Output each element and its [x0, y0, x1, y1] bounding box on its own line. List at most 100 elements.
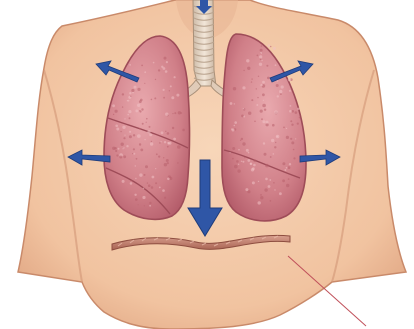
lung-texture-dot — [262, 81, 265, 84]
lung-texture-dot — [237, 169, 240, 172]
lung-texture-dot — [123, 155, 126, 158]
lung-texture-dot — [238, 164, 239, 165]
lung-texture-dot — [269, 179, 271, 181]
lung-texture-dot — [112, 104, 115, 107]
lung-texture-dot — [273, 47, 276, 50]
lung-texture-dot — [245, 188, 248, 191]
lung-texture-dot — [133, 134, 135, 136]
lung-texture-dot — [129, 131, 131, 133]
lung-texture-dot — [128, 110, 131, 113]
lung-texture-dot — [134, 194, 136, 196]
lung-texture-dot — [254, 121, 256, 123]
lung-texture-dot — [258, 181, 259, 182]
lung-texture-dot — [144, 71, 146, 73]
lung-texture-dot — [232, 147, 235, 150]
lung-texture-dot — [290, 105, 292, 107]
lung-texture-dot — [288, 166, 291, 169]
lung-texture-dot — [132, 153, 133, 154]
lung-texture-dot — [130, 96, 131, 97]
lung-texture-dot — [147, 182, 148, 183]
lung-texture-dot — [265, 178, 268, 181]
lung-texture-dot — [177, 145, 181, 149]
lung-texture-dot — [261, 45, 262, 46]
lung-texture-dot — [130, 182, 133, 185]
lung-texture-dot — [289, 163, 291, 165]
lung-texture-dot — [240, 140, 241, 141]
lung-texture-dot — [262, 120, 265, 123]
lung-texture-dot — [141, 108, 143, 110]
lung-texture-dot — [234, 121, 237, 124]
lung-texture-dot — [135, 110, 138, 113]
lung-texture-dot — [115, 125, 118, 128]
lung-texture-dot — [112, 147, 115, 150]
lung-texture-dot — [177, 162, 178, 163]
lung-texture-dot — [113, 114, 114, 115]
lung-texture-dot — [251, 81, 252, 82]
lung-texture-dot — [276, 136, 278, 138]
lung-texture-dot — [123, 137, 125, 139]
lung-texture-dot — [152, 176, 155, 179]
lung-texture-dot — [234, 103, 235, 104]
lung-texture-dot — [158, 156, 160, 158]
lung-texture-dot — [286, 184, 289, 187]
lung-texture-dot — [234, 125, 236, 127]
lung-texture-dot — [172, 113, 173, 114]
lung-texture-dot — [256, 88, 257, 89]
lung-texture-dot — [118, 148, 120, 150]
lung-texture-dot — [124, 135, 125, 136]
lung-texture-dot — [276, 84, 279, 87]
lung-texture-dot — [153, 62, 155, 64]
lung-texture-dot — [142, 123, 144, 125]
lung-texture-dot — [283, 127, 285, 129]
lung-texture-dot — [163, 89, 165, 91]
lung-texture-dot — [258, 201, 261, 204]
lung-texture-dot — [260, 194, 262, 196]
lung-texture-dot — [136, 158, 138, 160]
lung-texture-dot — [155, 182, 157, 184]
lung-texture-dot — [135, 165, 136, 166]
lung-texture-dot — [139, 128, 141, 130]
lung-texture-dot — [230, 102, 233, 105]
lung-texture-dot — [144, 139, 145, 140]
lung-texture-dot — [120, 131, 121, 132]
lung-texture-dot — [151, 186, 154, 189]
lung-texture-dot — [242, 142, 245, 145]
lung-texture-dot — [122, 106, 123, 107]
lung-texture-dot — [122, 180, 125, 183]
lung-texture-dot — [243, 108, 244, 109]
lung-texture-dot — [174, 112, 176, 114]
lung-texture-dot — [251, 99, 253, 101]
lung-texture-dot — [161, 131, 164, 134]
lung-texture-dot — [155, 168, 156, 169]
lung-texture-dot — [259, 55, 262, 58]
lung-texture-dot — [252, 167, 255, 170]
lung-texture-dot — [279, 90, 282, 93]
lung-texture-dot — [251, 78, 252, 79]
lung-texture-dot — [182, 129, 185, 132]
lung-texture-dot — [260, 110, 263, 113]
lung-texture-dot — [139, 110, 140, 111]
lung-texture-dot — [151, 141, 152, 142]
lung-texture-dot — [282, 179, 285, 182]
lung-texture-dot — [127, 114, 129, 116]
lung-texture-dot — [127, 100, 128, 101]
lung-texture-dot — [159, 142, 161, 144]
lung-texture-dot — [233, 87, 236, 90]
lung-texture-dot — [297, 108, 299, 110]
lung-texture-dot — [261, 60, 262, 61]
lung-texture-dot — [149, 126, 151, 128]
lung-texture-dot — [242, 86, 245, 89]
lung-texture-dot — [264, 109, 266, 111]
lung-texture-dot — [142, 196, 145, 199]
lung-texture-dot — [164, 57, 167, 60]
lung-texture-dot — [236, 160, 239, 163]
lung-texture-dot — [165, 131, 166, 132]
lung-texture-dot — [160, 141, 161, 142]
lung-texture-dot — [141, 65, 143, 67]
lung-texture-dot — [167, 162, 169, 164]
lung-texture-dot — [275, 142, 276, 143]
lung-texture-dot — [139, 100, 142, 103]
lung-texture-dot — [167, 132, 170, 135]
lung-texture-dot — [260, 196, 263, 199]
lung-texture-dot — [180, 112, 182, 114]
